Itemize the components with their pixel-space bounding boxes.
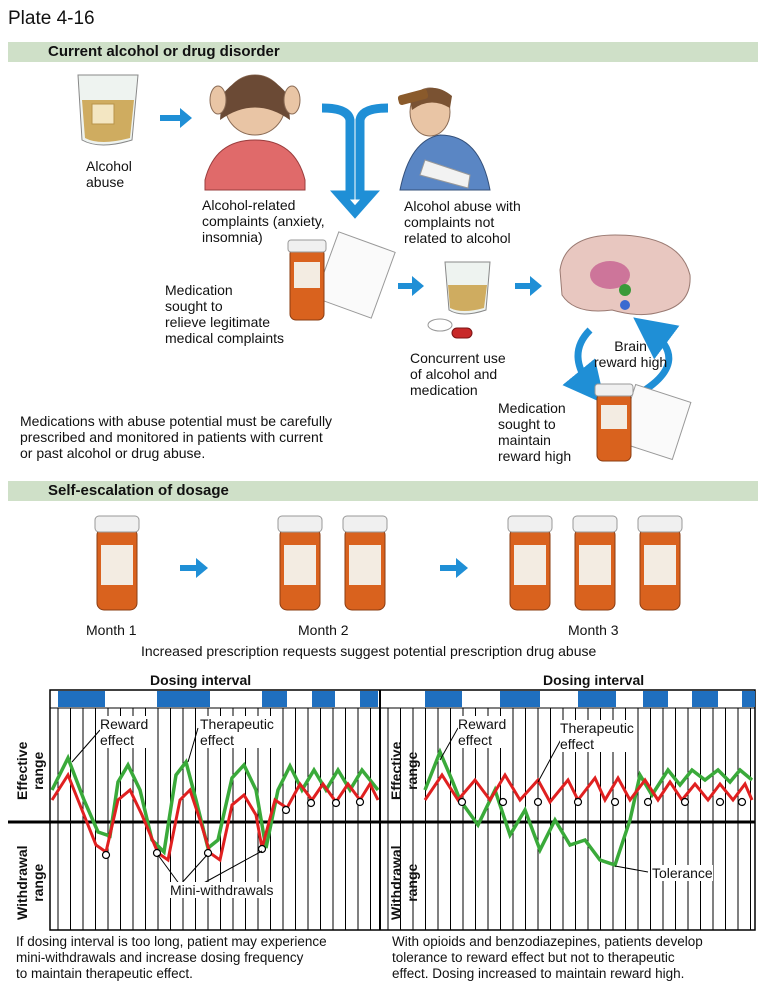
bottles-month2 — [277, 515, 388, 611]
mini-withdrawals-label: Mini-withdrawals — [170, 882, 274, 898]
month2-label: Month 2 — [298, 622, 349, 638]
dosing-interval-left: Dosing interval — [150, 672, 252, 688]
alcohol-related-label: Alcohol-related complaints (anxiety, ins… — [202, 197, 325, 245]
dose-bar — [312, 691, 335, 707]
tolerance-label: Tolerance — [652, 865, 713, 881]
arrow-2 — [398, 276, 424, 296]
left-graph-note: If dosing interval is too long, patient … — [16, 934, 327, 981]
reward-label-left: Reward effect — [100, 716, 149, 748]
bottles-month1 — [94, 515, 140, 611]
escalation-caption: Increased prescription requests suggest … — [141, 643, 597, 659]
dosing-bars-right — [425, 691, 755, 707]
cycle-arrow-left — [562, 327, 606, 405]
glass-and-pills-icon — [427, 261, 491, 339]
brain-icon — [559, 234, 691, 316]
reward-label-right: Reward effect — [458, 716, 507, 748]
man-drinking-figure — [397, 87, 491, 191]
medication-reward-label: Medication sought to maintain reward hig… — [498, 400, 572, 464]
arrow-1 — [160, 108, 192, 128]
therapeutic-label-left: Therapeutic effect — [200, 716, 274, 748]
medication-sought-label: Medication sought to relieve legitimate … — [165, 282, 285, 346]
bottles-month3 — [507, 515, 683, 611]
section-header-current: Current alcohol or drug disorder — [8, 42, 758, 62]
withdrawal-range-left: Withdrawal range — [14, 845, 46, 920]
dose-bar — [643, 691, 668, 707]
callout-lines — [71, 727, 649, 886]
dose-bar — [425, 691, 462, 707]
prescription-bottle-icon-2 — [594, 383, 692, 462]
month1-label: Month 1 — [86, 622, 137, 638]
alcohol-glass-icon — [77, 74, 139, 146]
fork-arrow-icon — [321, 103, 389, 219]
dose-bar — [578, 691, 616, 707]
alcohol-unrelated-label: Alcohol abuse with complaints not relate… — [404, 198, 521, 246]
therapeutic-curve-left — [50, 771, 380, 863]
effective-range-right: Effective range — [388, 741, 420, 800]
section1-note: Medications with abuse potential must be… — [20, 413, 333, 461]
therapeutic-curve-right — [423, 772, 754, 805]
concurrent-use-label: Concurrent use of alcohol and medication — [410, 350, 506, 398]
month3-label: Month 3 — [568, 622, 619, 638]
therapeutic-label-right: Therapeutic effect — [560, 720, 634, 752]
dose-bar — [157, 691, 210, 707]
withdrawal-range-right: Withdrawal range — [388, 845, 420, 920]
dose-bar — [500, 691, 540, 707]
alcohol-abuse-label: Alcohol abuse — [86, 158, 132, 190]
dosing-bars-left — [58, 691, 378, 707]
dose-bar — [262, 691, 287, 707]
dose-bar — [742, 691, 755, 707]
dose-bar — [360, 691, 378, 707]
brain-reward-label: Brain reward high — [594, 338, 668, 370]
arrow-3 — [515, 276, 542, 296]
cycle-arrow-right — [633, 317, 680, 393]
plate-label: Plate 4-16 — [8, 8, 95, 29]
reward-curve-right — [423, 747, 754, 868]
dose-bar — [692, 691, 718, 707]
effective-range-left: Effective range — [14, 741, 46, 800]
arrow-month-2 — [440, 558, 468, 578]
reward-curve-left — [50, 753, 380, 856]
prescription-bottle-icon — [287, 231, 396, 321]
withdrawal-markers — [101, 797, 747, 860]
right-graph-note: With opioids and benzodiazepines, patien… — [392, 934, 703, 981]
arrow-month-1 — [180, 558, 208, 578]
dose-bar — [58, 691, 105, 707]
dosing-interval-right: Dosing interval — [543, 672, 645, 688]
section-header-escalation: Self-escalation of dosage — [8, 481, 758, 501]
anxious-woman-figure — [204, 74, 306, 191]
